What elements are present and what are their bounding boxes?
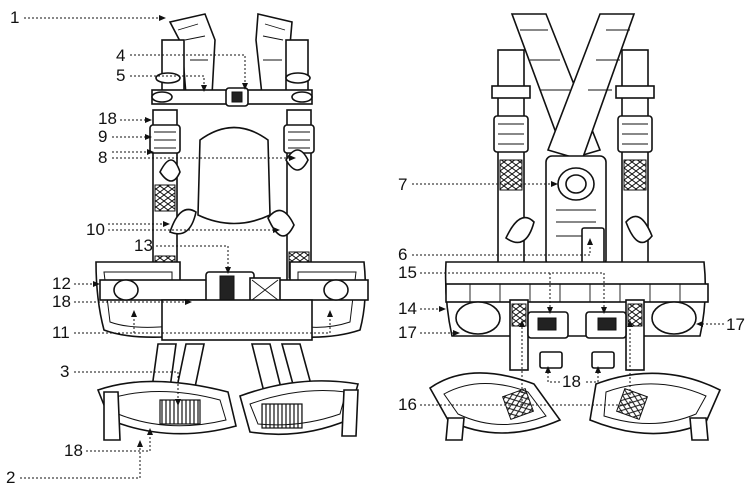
back-leg-loops [428,372,722,441]
front-waist-belt [95,261,369,341]
front-leg-loops [96,343,360,441]
callout-4: 4 [116,46,248,90]
callout-number: 5 [116,66,125,85]
callout-17-right: 17 [696,315,745,334]
callout-7: 7 [398,175,558,194]
callout-number: 11 [52,323,70,342]
callout-11: 11 [52,310,333,342]
callout-number: 17 [398,323,417,342]
callout-number: 10 [86,220,105,239]
callout-number: 14 [398,299,417,318]
callout-number: 18 [52,292,71,311]
callout-number: 12 [52,274,71,293]
callout-1: 1 [10,8,166,27]
callout-15: 15 [398,263,607,314]
callout-number: 18 [98,109,117,128]
front-chest-strap [151,87,313,107]
callout-18-back: 18 [545,366,601,391]
callout-number: 16 [398,395,417,414]
callouts: 1 4 5 18 9 8 10 13 [6,8,745,487]
callout-number: 13 [134,236,153,255]
callout-number: 9 [98,127,107,146]
back-rear-adjusters [509,299,645,371]
callout-number: 18 [64,441,83,460]
callout-8: 8 [98,148,296,167]
front-view [95,13,369,441]
back-side-loops [504,215,653,244]
callout-16: 16 [398,320,633,414]
front-shoulder-straps [155,13,311,101]
callout-number: 15 [398,263,417,282]
callout-number: 8 [98,148,107,167]
callout-18-chest: 18 [98,109,152,128]
callout-number: 4 [116,46,125,65]
callout-12: 12 [52,274,100,293]
callout-number: 1 [10,8,19,27]
front-back-pad [197,126,271,225]
callout-5: 5 [116,66,207,92]
callout-2: 2 [6,440,143,487]
callout-14: 14 [398,299,446,318]
back-view [428,13,722,441]
callout-number: 3 [60,362,69,381]
callout-18-leg: 18 [64,428,153,460]
callout-number: 7 [398,175,407,194]
callout-3: 3 [60,362,181,406]
callout-6: 6 [398,238,593,264]
callout-9: 9 [98,127,152,146]
callout-17-left: 17 [398,323,460,342]
callout-number: 18 [562,372,581,391]
callout-10: 10 [86,220,280,239]
callout-18-belt: 18 [52,292,192,311]
callout-number: 17 [726,315,745,334]
callout-number: 6 [398,245,407,264]
callout-number: 2 [6,468,15,487]
callout-13: 13 [134,236,231,274]
back-dorsal-d-ring [545,155,607,267]
